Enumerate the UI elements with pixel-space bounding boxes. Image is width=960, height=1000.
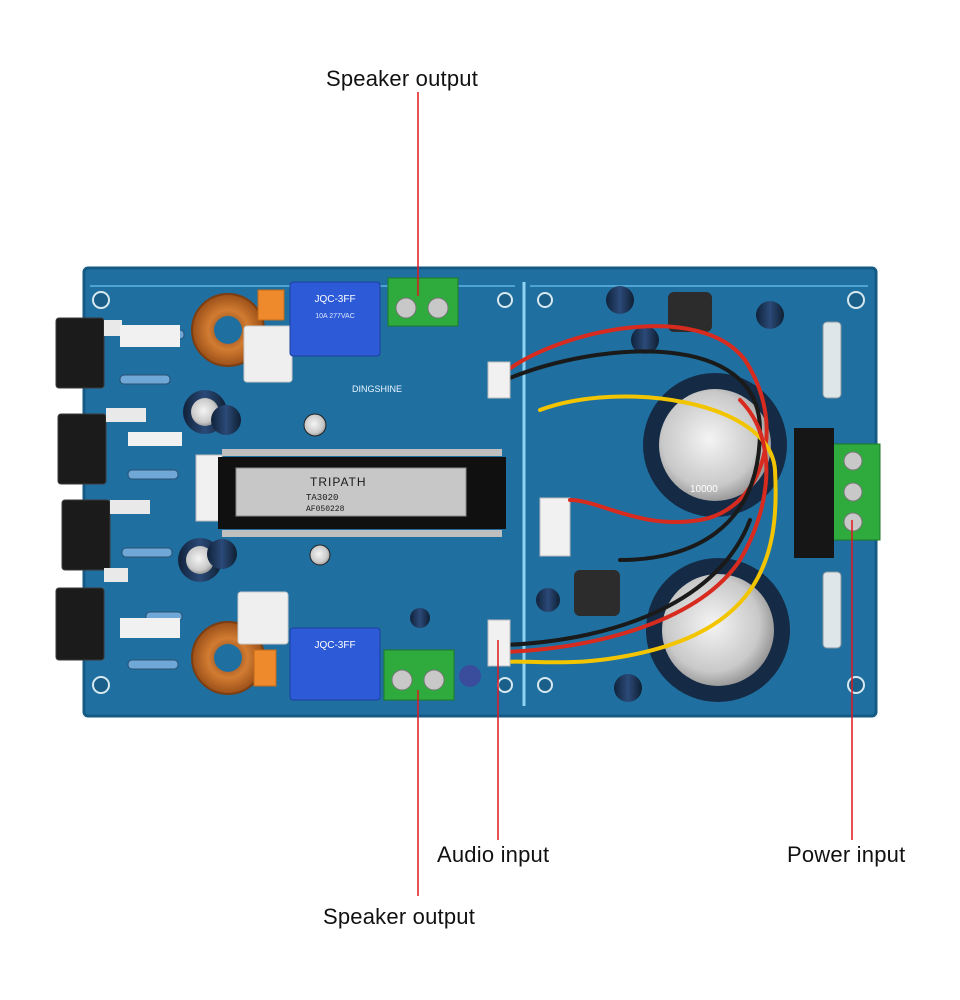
speaker-terminal-bottom: [383, 649, 455, 701]
label-speaker-output-top: Speaker output: [326, 66, 479, 91]
fuses: [822, 321, 842, 649]
relay-top-rating: 10A 277VAC: [315, 313, 355, 320]
chip-code: AF050228: [306, 505, 345, 514]
audio-input-connector: [487, 619, 511, 667]
film-capacitors: [237, 289, 293, 687]
filter-capacitors: 10000: [643, 373, 790, 702]
electrolytic-capacitors: [178, 286, 784, 702]
relay-bottom-model: JQC-3FF: [314, 640, 355, 651]
power-terminal: [831, 443, 881, 541]
label-power-input: Power input: [787, 842, 906, 867]
tripath-chip: TRIPATH TA3020 AF050228: [218, 449, 506, 537]
label-speaker-output-bottom: Speaker output: [323, 904, 476, 929]
chip-model: TA3020: [306, 493, 338, 503]
wire-harness: [503, 324, 778, 665]
aux-connector: [487, 361, 511, 399]
chip-brand: TRIPATH: [310, 475, 367, 489]
bridge-rectifier: [794, 428, 834, 558]
resistor-array: [119, 325, 185, 670]
smd-inductors: [574, 292, 712, 616]
speaker-terminal-top: [387, 277, 459, 327]
cap-value-label: 10000: [690, 484, 718, 495]
relays: JQC-3FF 10A 277VAC JQC-3FF: [289, 281, 381, 701]
leader-lines: [417, 92, 853, 896]
relay-top-model: JQC-3FF: [314, 294, 355, 305]
board-brand: DINGSHINE: [352, 384, 402, 394]
power-transistors: [55, 317, 150, 661]
label-audio-input: Audio input: [437, 842, 550, 867]
